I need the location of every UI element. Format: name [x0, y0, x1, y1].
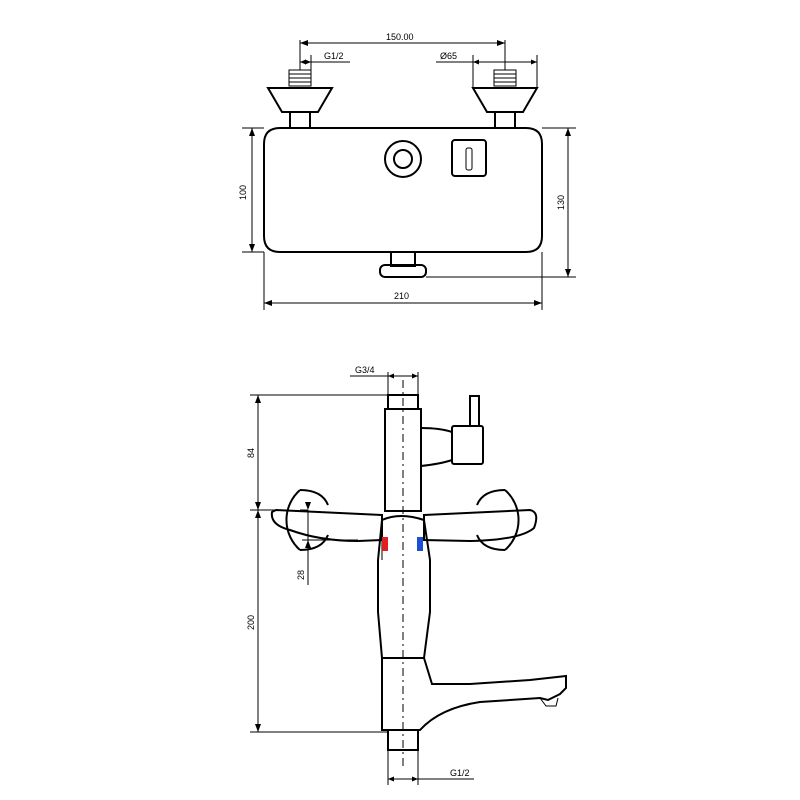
dimension-inlet-thread: G1/2	[387, 750, 474, 785]
dimension-body-height: 100	[238, 127, 264, 253]
diverter-knob-inner	[393, 149, 413, 169]
dimension-total-height: 130	[426, 127, 576, 278]
dimension-thread-top: G1/2	[300, 51, 350, 70]
diverter-arm	[420, 427, 453, 467]
dimension-width: 210	[263, 252, 543, 310]
spout-stub	[390, 251, 416, 267]
side-view: G3/4 84 28 200	[246, 365, 567, 785]
diverter-lever	[451, 139, 487, 177]
dim-inlet-thread-label: G1/2	[450, 768, 470, 778]
dim-diameter-label: Ø65	[440, 51, 457, 61]
left-inlet-connector	[266, 69, 334, 129]
right-escutcheon	[504, 489, 520, 551]
spout	[381, 657, 567, 731]
mixer-body-outline	[263, 127, 543, 253]
dim-outlet-thread-label: G3/4	[355, 365, 375, 375]
dim-lower-label: 200	[246, 615, 256, 630]
diverter-stem	[469, 395, 480, 427]
central-housing	[377, 515, 431, 659]
left-escutcheon	[285, 489, 301, 551]
dim-thread-top-label: G1/2	[324, 51, 344, 61]
diverter-knob-outer	[384, 140, 422, 178]
dim-spacing-label: 150.00	[386, 32, 414, 42]
dim-body-height-label: 100	[238, 185, 248, 200]
hot-marker	[382, 537, 388, 551]
dimension-diameter: Ø65	[436, 51, 538, 88]
dim-upper-label: 84	[246, 448, 256, 458]
right-inlet-connector	[471, 69, 539, 129]
dimension-handle: 28	[296, 502, 358, 585]
dimension-upper: 84	[246, 394, 388, 511]
mixer-horizontal-body	[270, 508, 383, 543]
dimension-lower: 200	[246, 510, 388, 733]
dimension-outlet-thread: G3/4	[350, 365, 419, 395]
top-view: 150.00 G1/2 Ø65 100	[238, 32, 576, 310]
diverter-knob-side	[451, 425, 484, 465]
cold-marker	[417, 537, 423, 551]
dim-handle-label: 28	[296, 570, 306, 580]
dim-width-label: 210	[394, 291, 409, 301]
dimension-spacing: 150.00	[299, 32, 506, 70]
dim-total-height-label: 130	[556, 195, 566, 210]
